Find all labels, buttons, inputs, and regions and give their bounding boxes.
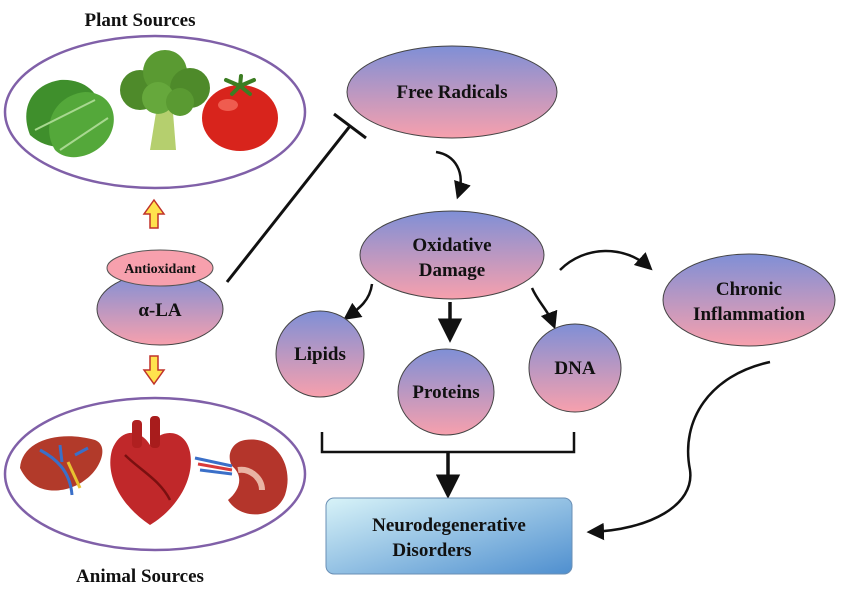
- oxidative-damage-label-line2: Damage: [419, 260, 485, 281]
- neurodegenerative-label-line1: Neurodegenerative: [372, 515, 526, 536]
- free-radicals-node: Free Radicals: [346, 45, 558, 139]
- lipids-label: Lipids: [294, 344, 346, 365]
- arrow-to-lipids: [343, 283, 374, 321]
- convergence-bracket: [320, 432, 576, 499]
- neurodegenerative-disorders-box: Neurodegenerative Disorders: [325, 497, 573, 575]
- oxidative-damage-label-line1: Oxidative: [412, 235, 491, 256]
- antioxidant-node: Antioxidant: [106, 249, 214, 287]
- chronic-inflammation-node: Chronic Inflammation: [662, 253, 836, 347]
- kidney-icon: [194, 439, 288, 515]
- dna-node: DNA: [528, 323, 622, 413]
- inhibition-connector: [225, 112, 367, 283]
- animal-sources-title: Animal Sources: [76, 566, 204, 587]
- broccoli-icon: [120, 50, 210, 150]
- down-arrow-to-animal-sources: [142, 355, 166, 386]
- antioxidant-label: Antioxidant: [124, 262, 196, 277]
- spinach-icon: [26, 79, 114, 158]
- liver-icon: [20, 436, 103, 496]
- tomato-icon: [202, 74, 278, 151]
- ala-label: α-LA: [138, 300, 182, 321]
- arrow-inflammation-to-neurodegenerative: [586, 360, 771, 541]
- lipids-node: Lipids: [275, 310, 365, 398]
- plant-sources-panel: [3, 34, 307, 190]
- free-radicals-label: Free Radicals: [397, 82, 508, 103]
- dna-label: DNA: [554, 358, 595, 379]
- up-arrow-to-plant-sources: [142, 198, 166, 229]
- arrow-free-radicals-to-oxidative-damage: [435, 150, 471, 200]
- animal-sources-panel: [3, 396, 307, 552]
- oxidative-damage-node: Oxidative Damage: [359, 210, 545, 300]
- proteins-node: Proteins: [397, 348, 495, 436]
- neurodegenerative-label-line2: Disorders: [392, 540, 471, 561]
- ala-node: α-LA: [96, 272, 224, 346]
- plant-sources-title: Plant Sources: [84, 10, 195, 31]
- proteins-label: Proteins: [412, 382, 479, 403]
- chronic-inflammation-label-line2: Inflammation: [693, 304, 805, 325]
- arrow-to-chronic-inflammation: [559, 249, 653, 271]
- arrow-to-dna: [530, 287, 558, 330]
- chronic-inflammation-label-line1: Chronic: [716, 279, 782, 300]
- heart-icon: [110, 416, 191, 525]
